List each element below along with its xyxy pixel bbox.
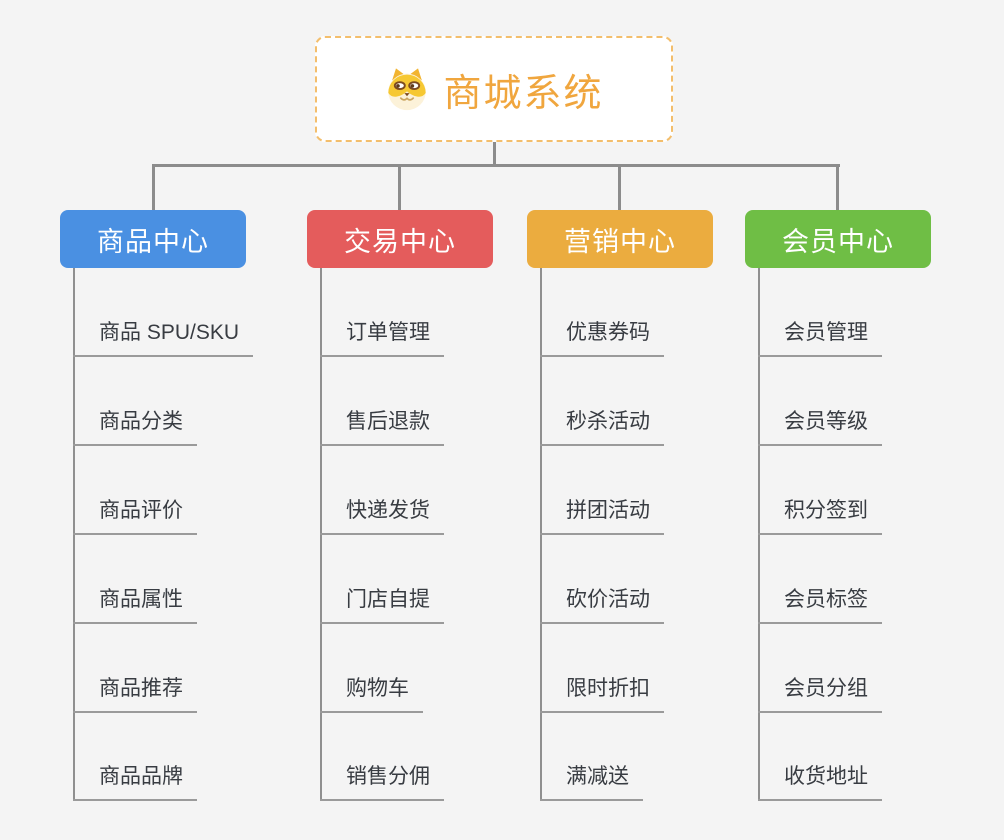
root-node[interactable]: 商城系统: [315, 36, 673, 142]
connector-horizontal: [152, 164, 840, 167]
child-node-sales-commission[interactable]: 销售分佣: [320, 764, 444, 801]
child-node-aftersale-refund[interactable]: 售后退款: [320, 409, 444, 446]
branch-node-product-center[interactable]: 商品中心: [60, 210, 246, 268]
root-node-title: 商城系统: [443, 72, 604, 115]
child-node-limited-time-discount[interactable]: 限时折扣: [540, 676, 664, 713]
connector-drop-trade: [398, 164, 401, 210]
child-node-product-spu-sku[interactable]: 商品 SPU/SKU: [73, 320, 254, 357]
child-node-full-reduction[interactable]: 满减送: [540, 764, 643, 801]
branch-node-trade-center[interactable]: 交易中心: [307, 210, 493, 268]
shiba-dog-icon: [388, 68, 427, 111]
child-node-product-brand[interactable]: 商品品牌: [73, 764, 197, 801]
child-node-order-management[interactable]: 订单管理: [320, 320, 444, 357]
child-node-coupon-code[interactable]: 优惠券码: [540, 320, 664, 357]
child-node-shipping-address[interactable]: 收货地址: [758, 764, 882, 801]
child-node-shopping-cart[interactable]: 购物车: [320, 676, 423, 713]
child-node-flash-sale[interactable]: 秒杀活动: [540, 409, 664, 446]
child-node-member-management[interactable]: 会员管理: [758, 320, 882, 357]
child-node-member-group[interactable]: 会员分组: [758, 676, 882, 713]
child-node-express-delivery[interactable]: 快递发货: [320, 498, 444, 535]
branch-node-member-center[interactable]: 会员中心: [745, 210, 931, 268]
child-node-product-recommend[interactable]: 商品推荐: [73, 676, 197, 713]
child-node-group-buy[interactable]: 拼团活动: [540, 498, 664, 535]
child-node-product-category[interactable]: 商品分类: [73, 409, 197, 446]
child-node-product-attribute[interactable]: 商品属性: [73, 587, 197, 624]
child-node-member-tag[interactable]: 会员标签: [758, 587, 882, 624]
connector-drop-marketing: [618, 164, 621, 210]
child-node-member-level[interactable]: 会员等级: [758, 409, 882, 446]
branch-node-marketing-center[interactable]: 营销中心: [527, 210, 713, 268]
child-node-store-pickup[interactable]: 门店自提: [320, 587, 444, 624]
child-node-bargain-activity[interactable]: 砍价活动: [540, 587, 664, 624]
connector-drop-product: [152, 164, 155, 210]
child-node-product-review[interactable]: 商品评价: [73, 498, 197, 535]
child-node-points-checkin[interactable]: 积分签到: [758, 498, 882, 535]
connector-drop-member: [836, 164, 839, 210]
connector-root-stub: [493, 142, 496, 165]
